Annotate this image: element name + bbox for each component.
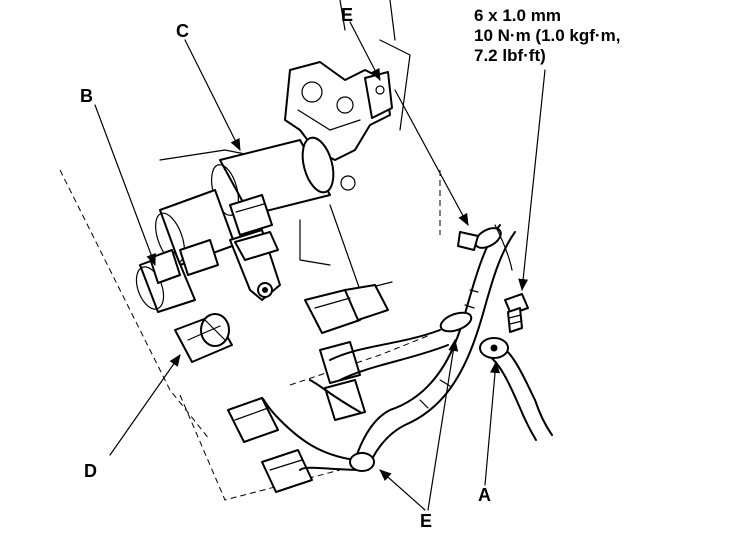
solenoid-c (210, 136, 356, 236)
label-d: D (84, 461, 97, 481)
connector-lower (227, 397, 313, 493)
leader-e-top-1 (349, 21, 381, 81)
leader-e-top-2 (394, 89, 469, 226)
solenoid-b (135, 189, 236, 313)
harness-clips (349, 227, 502, 472)
leader-a (484, 361, 501, 486)
label-e-top: E (341, 5, 354, 25)
label-e-bottom: E (420, 511, 433, 531)
sensor-d (174, 313, 233, 363)
leader-e-bottom-2 (427, 339, 459, 511)
leader-spec (518, 69, 546, 291)
leader-e-bottom-1 (379, 469, 426, 511)
label-c: C (176, 21, 189, 41)
leader-b (94, 104, 156, 266)
wire-harness (261, 224, 516, 471)
torque-spec-line1: 6 x 1.0 mm (474, 6, 561, 25)
leader-d (109, 354, 181, 456)
leader-lines (94, 21, 546, 511)
bracket (229, 229, 281, 301)
torque-spec-line3: 7.2 lbf·ft) (474, 46, 546, 65)
valve-body (284, 61, 393, 161)
label-a: A (478, 485, 491, 505)
torque-spec: 6 x 1.0 mm 10 N·m (1.0 kgf·m, 7.2 lbf·ft… (474, 6, 620, 66)
label-b: B (80, 86, 93, 106)
torque-spec-line2: 10 N·m (1.0 kgf·m, (474, 26, 621, 45)
ground-cable (479, 224, 553, 441)
leader-c (184, 39, 241, 151)
